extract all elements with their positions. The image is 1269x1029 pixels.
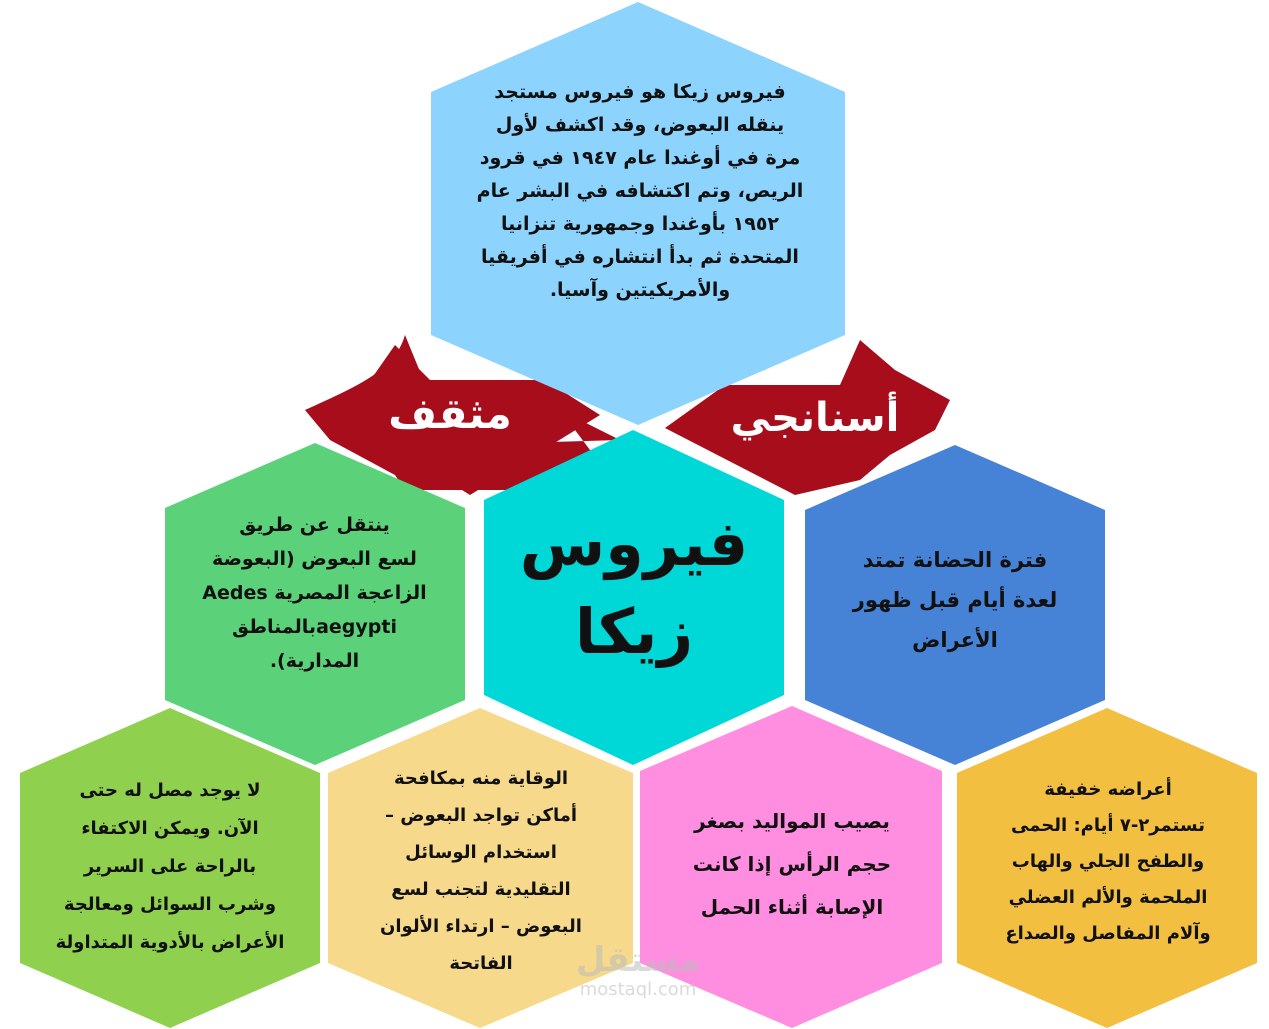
left-ribbon-label: مثقف (388, 389, 512, 438)
text-line: التقليدية لتجنب لسع (391, 879, 571, 900)
text-line: الملحمة والألم العضلي (1008, 887, 1208, 908)
watermark-url: mostaql.com (579, 979, 697, 1000)
bottom-3-hexagon (640, 706, 942, 1028)
center-title: فيروس زيكا (494, 500, 774, 676)
text-line: والطفح الجلي والهاب (1011, 851, 1205, 872)
right-ribbon-body (665, 340, 950, 495)
text-line: ينتقل عن طريق (239, 514, 390, 536)
text-line: ١٩٥٢ بأوغندا وجمهورية تنزانيا (500, 213, 780, 235)
bottom-2-hexagon (328, 708, 633, 1028)
text-line: استخدام الوسائل (405, 842, 557, 863)
bottom-4-hexagon (957, 708, 1257, 1028)
text-line: الفاتحة (449, 953, 513, 974)
text-line: المدارية). (269, 650, 360, 672)
text-line: الزاعجة المصرية Aedes (202, 582, 427, 604)
text-line: مرة في أوغندا عام ١٩٤٧ في قرود (479, 147, 801, 169)
text-line: حجم الرأس إذا كانت (692, 852, 892, 876)
text-line: وآلام المفاصل والصداع (1005, 923, 1211, 944)
text-line: الريص، وتم اكتشافه في البشر عام (476, 180, 804, 202)
text-line: aegyptiبالمناطق (232, 616, 397, 638)
text-line: فترة الحضانة تمتد (862, 548, 1048, 572)
text-line: الإصابة أثناء الحمل (700, 895, 884, 919)
text-line: لعدة أيام قبل ظهور (852, 588, 1058, 612)
center-title-line-1: فيروس (519, 507, 749, 580)
bottom-1-hex-text: لا يوجد مصل له حتى الآن. ويمكن الاكتفاء … (24, 772, 316, 962)
text-line: لا يوجد مصل له حتى (79, 780, 261, 801)
bottom-3-hex-text: يصيب المواليد بصغر حجم الرأس إذا كانت ال… (648, 800, 936, 929)
top-hexagon (431, 2, 845, 425)
text-line: ينقله البعوض، وقد اكشف لأول (495, 114, 785, 136)
right-ribbon-label: أسنانجي (730, 395, 900, 441)
text-line: الأعراض بالأدوية المتداولة (55, 932, 285, 953)
watermark-brand: مستقل (575, 940, 701, 980)
text-line: المتحدة ثم بدأ انتشاره في أفريقيا (481, 246, 799, 268)
text-line: يصيب المواليد بصغر (694, 809, 890, 833)
text-line: لسع البعوض (البعوضة (212, 548, 417, 570)
left-mid-hexagon (165, 443, 465, 765)
center-hexagon (484, 430, 784, 765)
bottom-1-hexagon (20, 708, 320, 1028)
bottom-4-hex-text: أعراضه خفيفة تستمر٢-٧ أيام: الحمى والطفح… (962, 772, 1254, 952)
right-mid-hexagon (805, 445, 1105, 765)
text-line: البعوض – ارتداء الألوان (380, 916, 582, 937)
text-line: تستمر٢-٧ أيام: الحمى (1011, 815, 1205, 836)
text-line: أماكن تواجد البعوض – (384, 805, 578, 826)
center-title-line-2: زيكا (574, 595, 694, 668)
left-ribbon-body (305, 345, 600, 495)
left-mid-hex-text: ينتقل عن طريق لسع البعوض (البعوضة الزاعج… (172, 508, 457, 678)
text-line: فيروس زيكا هو فيروس مستجد (494, 81, 786, 103)
text-line: أعراضه خفيفة (1044, 779, 1172, 800)
text-line: وشرب السوائل ومعالجة (63, 894, 277, 915)
top-hex-text: فيروس زيكا هو فيروس مستجد ينقله البعوض، … (445, 76, 835, 307)
text-line: والأمريكيتين وآسيا. (549, 279, 731, 301)
text-line: الآن. ويمكن الاكتفاء (81, 818, 259, 839)
text-line: الأعراض (912, 628, 998, 652)
text-line: الوقاية منه بمكافحة (393, 768, 569, 789)
watermark: مستقل mostaql.com (548, 940, 728, 1000)
right-mid-hex-text: فترة الحضانة تمتد لعدة أيام قبل ظهور الأ… (815, 540, 1095, 660)
bottom-2-hex-text: الوقاية منه بمكافحة أماكن تواجد البعوض –… (336, 760, 626, 982)
text-line: بالراحة على السرير (83, 856, 257, 877)
